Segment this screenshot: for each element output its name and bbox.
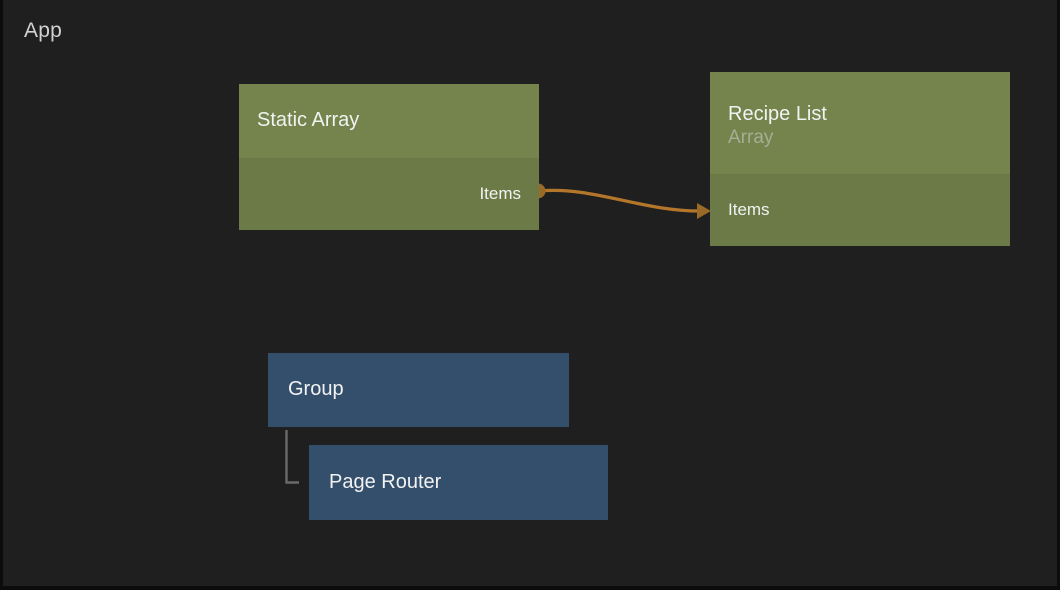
edge-arrowhead-icon — [697, 203, 711, 219]
node-title: Recipe List — [728, 103, 827, 126]
node-static-array[interactable]: Static Array Items — [239, 84, 539, 230]
node-group[interactable]: Group — [268, 353, 569, 427]
node-title: Group — [288, 378, 344, 401]
edge-static-array-items-to-recipe-list-items — [530, 183, 711, 219]
node-header[interactable]: Static Array — [239, 84, 539, 158]
node-body[interactable]: Items — [239, 158, 539, 230]
node-title: Static Array — [257, 109, 360, 132]
node-body[interactable]: Items — [710, 174, 1010, 246]
node-page-router[interactable]: Page Router — [309, 445, 608, 520]
page-title: App — [24, 19, 62, 42]
node-subtitle: Array — [728, 126, 774, 148]
output-port-items[interactable]: Items — [479, 184, 521, 203]
input-port-items[interactable]: Items — [728, 200, 770, 219]
elbow-path — [285, 430, 299, 484]
node-header[interactable]: Recipe List Array — [710, 72, 1010, 174]
node-title: Page Router — [329, 470, 442, 493]
node-recipe-list[interactable]: Recipe List Array Items — [710, 72, 1010, 246]
edge-group-to-page-router — [285, 430, 299, 484]
edge-path — [538, 188, 705, 213]
